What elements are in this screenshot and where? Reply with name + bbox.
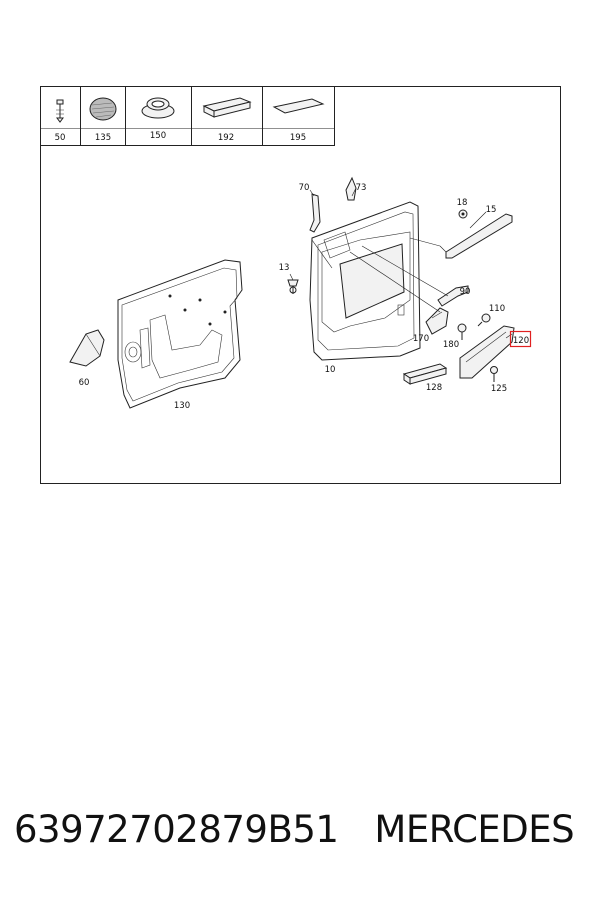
foam-pad-128 [402, 363, 448, 385]
callout-60: 60 [79, 378, 90, 388]
callout-110: 110 [489, 304, 505, 314]
callout-170: 170 [413, 334, 429, 344]
parts-diagram: 50 135 150 192 195 [40, 86, 561, 484]
callout-10: 10 [325, 365, 336, 375]
part-number: 63972702879B51 [14, 808, 339, 851]
legend-grommet-icon [141, 97, 175, 119]
fastener-13 [287, 279, 299, 294]
handle-trim-90 [437, 285, 469, 307]
callout-18: 18 [457, 198, 468, 208]
legend-foam-pad-icon [202, 97, 252, 118]
door-handle-170 [425, 307, 449, 335]
leader-lines [289, 187, 513, 339]
door-trim-panel-10 [309, 201, 421, 361]
brand-name: MERCEDES [374, 808, 575, 851]
diagram-frame [40, 86, 561, 484]
legend-insulation-sheet-icon [272, 98, 325, 114]
callout-130: 130 [174, 401, 190, 411]
legend-label-135: 135 [95, 133, 111, 143]
screw-125 [490, 366, 498, 382]
callout-180: 180 [443, 340, 459, 350]
callout-70: 70 [299, 183, 310, 193]
highlight-callout-120[interactable]: 120 [509, 330, 532, 348]
screw-110 [477, 313, 491, 327]
legend-table: 50 135 150 192 195 [40, 86, 335, 146]
part-caption: 63972702879B51 MERCEDES [14, 808, 594, 851]
legend-label-192: 192 [218, 133, 234, 143]
trim-cover-120 [459, 325, 515, 379]
callout-15: 15 [486, 205, 497, 215]
callout-73: 73 [356, 183, 367, 193]
window-seal-15 [445, 213, 513, 259]
legend-speaker-grille-icon [89, 97, 117, 121]
clip-73 [345, 176, 357, 201]
legend-screw-icon [56, 99, 64, 123]
speaker-cover-60 [69, 329, 105, 367]
legend-label-50: 50 [55, 133, 66, 143]
screw-180 [457, 323, 467, 340]
clip-18 [458, 209, 468, 219]
callout-125: 125 [491, 384, 507, 394]
callout-128: 128 [426, 383, 442, 393]
legend-label-195: 195 [290, 133, 306, 143]
callout-90: 90 [460, 287, 471, 297]
trim-strip-70 [309, 193, 321, 233]
callout-120: 120 [513, 336, 529, 346]
legend-label-150: 150 [150, 131, 166, 141]
door-carrier-panel-130 [117, 259, 243, 409]
callout-13: 13 [279, 263, 290, 273]
